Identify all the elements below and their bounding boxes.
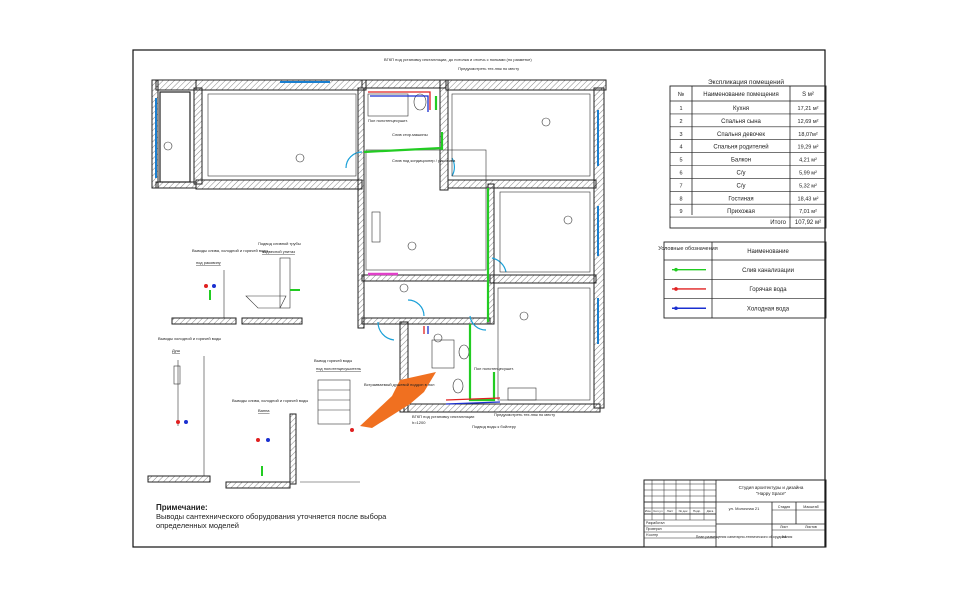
legend-header-name: Наименование — [747, 249, 789, 255]
legend-table: Условные обозначения Наименование Слив к… — [658, 241, 827, 319]
callout-built: Встраиваемый душевой поддон в пол — [364, 382, 435, 387]
callout-bottom-heat: Пол полотенцесушит. — [474, 366, 514, 371]
explication-row-area: 18,43 м² — [798, 196, 819, 202]
explication-row-name: С/у — [737, 183, 746, 189]
explication-row-num: 6 — [679, 171, 682, 177]
explication-row-name: Спальня родителей — [713, 144, 768, 151]
explication-row-num: 3 — [679, 132, 682, 138]
note-title: Примечание: — [156, 503, 208, 512]
tb-col-label: Лист — [667, 509, 674, 513]
tb-studio-name: "Happy Space" — [756, 491, 787, 496]
detail-shower-sub: Душ — [172, 348, 180, 353]
explication-row-num: 5 — [679, 158, 682, 164]
explication-row-name: Кухня — [733, 106, 749, 112]
detail-toilet-title: Подвод сливной трубы — [258, 241, 301, 246]
explication-row-num: 7 — [679, 183, 682, 189]
legend-dot-sample — [674, 287, 678, 291]
explication-header-name: Наименование помещения — [703, 92, 778, 98]
note-line-2: определенных моделей — [156, 521, 239, 530]
callout-bottom-vgkp: ВГКП под установку инсталляции — [412, 414, 474, 419]
tb-stage-label: Стадия — [778, 505, 790, 509]
detail-toilet-sub: подвесной унитаз — [262, 249, 295, 254]
explication-row-area: 18,07м² — [798, 132, 818, 138]
legend-item-name: Горячая вода — [749, 287, 787, 293]
explication-table: Экспликация помещений № Наименование пом… — [669, 78, 827, 229]
tb-sheet-num: 14 — [782, 534, 787, 539]
tb-studio: Студия архитектуры и дизайна — [739, 484, 804, 490]
explication-row-area: 5,32 м² — [799, 183, 817, 189]
callout-top-heated: Пол полотенцесушит. — [368, 118, 408, 123]
callout-boiler: Подвод воды к бойлеру — [472, 424, 516, 429]
explication-row-num: 4 — [679, 145, 682, 151]
explication-row-name: Гостиная — [728, 196, 753, 202]
callout-top-provide: Предусмотреть тех.люк по месту — [458, 66, 519, 71]
explication-row-area: 12,69 м² — [798, 119, 819, 125]
callout-bottom-vgkp-h: h=1200 — [412, 420, 426, 425]
detail-bath-sub: Ванна — [258, 408, 270, 413]
explication-row-area: 17,21 м² — [798, 106, 819, 112]
explication-header-area: S м² — [802, 92, 814, 98]
explication-row-num: 1 — [679, 106, 682, 112]
callout-bottom-provide: Предусмотреть тех.люк по месту — [494, 412, 555, 417]
detail-sink-sub: под раковину — [196, 260, 221, 265]
tb-address: ул. Молочная 21 — [729, 506, 761, 511]
tb-col-label: Изм. — [645, 509, 652, 513]
explication-row-name: Прихожая — [727, 209, 755, 215]
tb-sheet-title: План размещения санитарно-технического о… — [696, 535, 793, 539]
note-line-1: Выводы сантехнического оборудования уточ… — [156, 512, 387, 521]
callout-sink: Слив под кондиционер / раковина — [392, 158, 456, 163]
explication-row-num: 2 — [679, 119, 682, 125]
explication-row-num: 8 — [679, 196, 682, 202]
detail-rail-title: Вывод горячей воды — [314, 358, 352, 363]
callout-top-vgkp: ВГКП под установку инсталляции, до потол… — [384, 57, 532, 62]
callout-washer: Слив стир.машины — [392, 132, 428, 137]
explication-row-name: Спальня сына — [721, 119, 761, 125]
shower-direction-arrow — [360, 372, 436, 428]
legend-header-symbol: Условные обозначения — [658, 246, 717, 252]
tb-col-label: № док — [679, 509, 688, 513]
explication-row-area: 7,01 м² — [799, 209, 817, 215]
explication-header-num: № — [678, 91, 684, 98]
explication-row-num: 9 — [679, 209, 682, 215]
tb-col-label: Подп. — [693, 509, 701, 513]
legend-item-name: Слив канализации — [742, 268, 794, 274]
detail-sketches: Выводы слива, холодной и горячей воды по… — [147, 241, 361, 489]
explication-row-name: С/у — [737, 171, 746, 177]
explication-total-value: 107,92 м² — [795, 220, 821, 226]
tb-sheets-label: Листов — [805, 525, 817, 529]
explication-row-area: 19,29 м² — [798, 145, 819, 151]
explication-row-area: 4,21 м² — [799, 158, 817, 164]
tb-role-checked: Проверил — [646, 527, 662, 531]
explication-row-name: Балкон — [731, 158, 751, 164]
tb-col-label: Кол.уч — [654, 509, 663, 513]
detail-bath-title: Выводы слива, холодной и горячей воды — [232, 398, 308, 403]
legend-dot-sample — [674, 306, 678, 311]
explication-row-name: Спальня девочек — [717, 132, 765, 138]
tb-col-label: Дата — [707, 509, 714, 513]
tb-role-developed: Разработал — [646, 521, 664, 525]
explication-total-label: Итого — [770, 220, 786, 226]
tb-sheet-label: Лист — [780, 525, 788, 529]
legend-item-name: Холодная вода — [747, 306, 790, 312]
explication-title: Экспликация помещений — [708, 78, 784, 86]
tb-format-label: Масштаб — [803, 505, 818, 509]
detail-sink-title: Выводы слива, холодной и горячей воды — [192, 248, 268, 253]
tb-role-approved: Н.контр — [646, 533, 658, 537]
explication-row-area: 5,99 м² — [799, 171, 817, 177]
detail-rail-sub: под полотенцесушитель — [316, 366, 361, 371]
floor-plan — [151, 79, 607, 428]
legend-dot-sample — [674, 267, 678, 272]
plan-callouts: ВГКП под установку инсталляции, до потол… — [364, 57, 555, 429]
detail-shower-title: Выводы холодной и горячей воды — [158, 336, 221, 341]
